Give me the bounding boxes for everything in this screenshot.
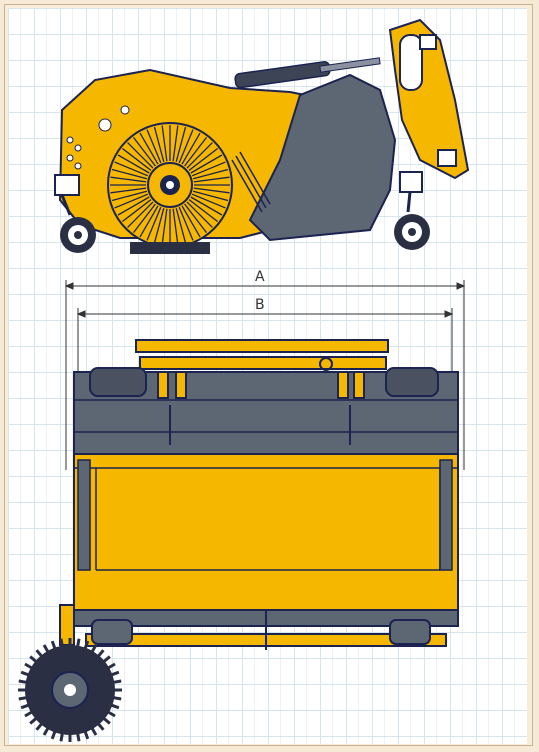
hopper: [248, 73, 397, 242]
hydraulic-cylinder: [234, 61, 331, 89]
side-view: [54, 18, 470, 254]
brush-housing: [73, 453, 459, 613]
left-caster: [54, 174, 96, 253]
dimension-b-label: B: [255, 297, 265, 313]
side-brush: [18, 604, 122, 742]
brush-skirt: [130, 242, 210, 254]
top-view: [18, 339, 459, 742]
right-caster: [394, 171, 430, 250]
top-rail: [135, 339, 389, 353]
dimension-lines: [64, 280, 466, 470]
dimension-a-label: A: [255, 269, 265, 285]
